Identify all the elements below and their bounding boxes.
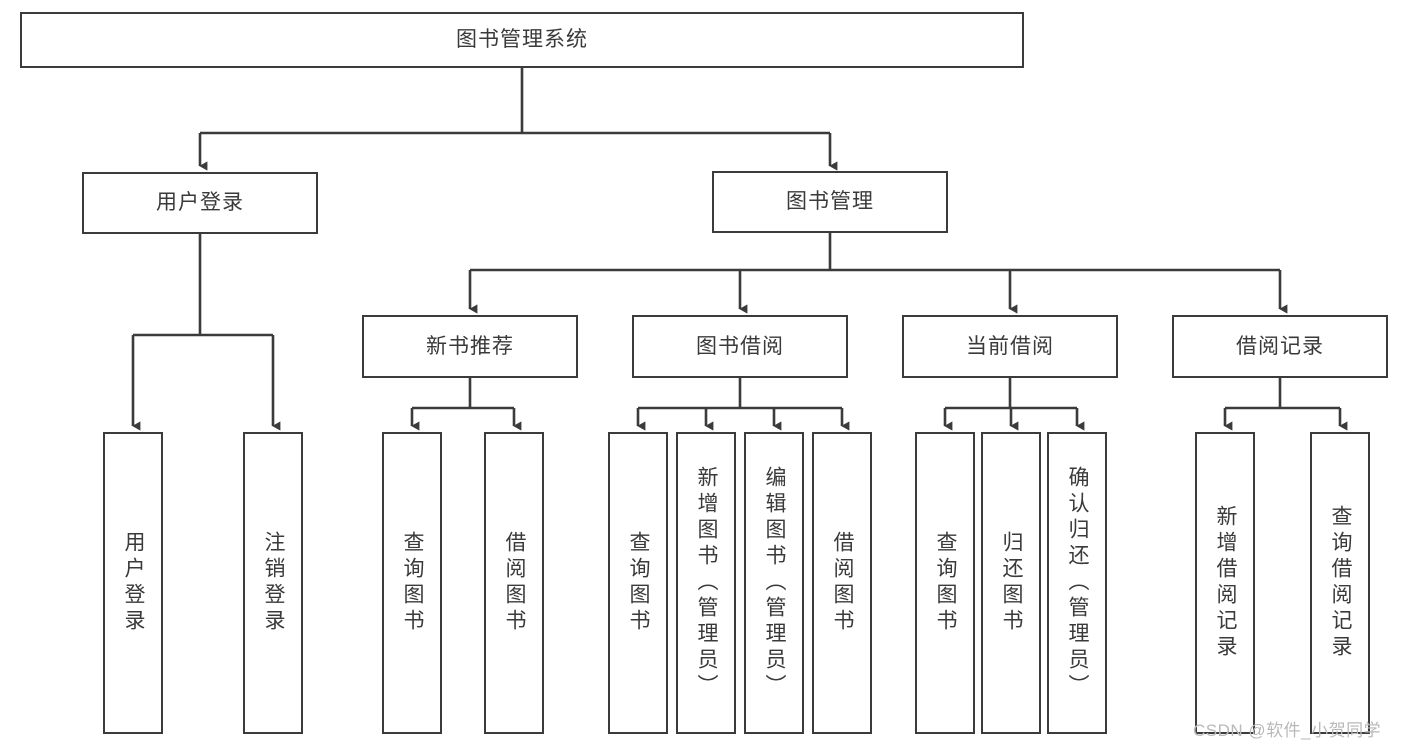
leaf-current-query-book[interactable]: 查询图书 xyxy=(915,432,975,734)
node-label: 借阅图书 xyxy=(503,531,527,635)
node-label: 当前借阅 xyxy=(966,334,1054,358)
node-book-management[interactable]: 图书管理 xyxy=(712,171,948,233)
leaf-current-confirm-return-admin[interactable]: 确认归还（管理员） xyxy=(1047,432,1107,734)
node-label: 确认归还（管理员） xyxy=(1066,466,1090,700)
leaf-current-return-book[interactable]: 归还图书 xyxy=(981,432,1041,734)
node-new-book-recommend[interactable]: 新书推荐 xyxy=(362,315,578,378)
leaf-recommend-query-book[interactable]: 查询图书 xyxy=(382,432,442,734)
csdn-watermark: CSDN @软件_小贺同学 xyxy=(1193,721,1382,740)
node-label: 归还图书 xyxy=(1000,531,1024,635)
leaf-recommend-borrow-book[interactable]: 借阅图书 xyxy=(484,432,544,734)
leaf-user-login-login[interactable]: 用户登录 xyxy=(103,432,163,734)
node-label: 借阅记录 xyxy=(1236,334,1324,358)
node-book-borrow[interactable]: 图书借阅 xyxy=(632,315,848,378)
node-label: 查询图书 xyxy=(627,531,651,635)
node-label: 用户登录 xyxy=(156,191,244,215)
leaf-user-login-logout[interactable]: 注销登录 xyxy=(243,432,303,734)
node-current-borrow[interactable]: 当前借阅 xyxy=(902,315,1118,378)
node-label: 图书借阅 xyxy=(696,334,784,358)
leaf-borrow-query-book[interactable]: 查询图书 xyxy=(608,432,668,734)
leaf-borrow-edit-book-admin[interactable]: 编辑图书（管理员） xyxy=(744,432,804,734)
node-label: 注销登录 xyxy=(262,531,286,635)
node-borrow-record[interactable]: 借阅记录 xyxy=(1172,315,1388,378)
leaf-record-query-record[interactable]: 查询借阅记录 xyxy=(1310,432,1370,734)
node-label: 用户登录 xyxy=(122,531,146,635)
leaf-borrow-add-book-admin[interactable]: 新增图书（管理员） xyxy=(676,432,736,734)
node-label: 新增图书（管理员） xyxy=(695,466,719,700)
node-label: 编辑图书（管理员） xyxy=(763,466,787,700)
node-label: 图书管理 xyxy=(786,190,874,214)
node-label: 新书推荐 xyxy=(426,334,514,358)
node-label: 借阅图书 xyxy=(831,531,855,635)
node-label: 新增借阅记录 xyxy=(1214,505,1238,661)
node-label: 查询借阅记录 xyxy=(1329,505,1353,661)
node-label: 查询图书 xyxy=(401,531,425,635)
leaf-borrow-borrow-book[interactable]: 借阅图书 xyxy=(812,432,872,734)
node-root-book-management-system[interactable]: 图书管理系统 xyxy=(20,12,1024,68)
leaf-record-add-record[interactable]: 新增借阅记录 xyxy=(1195,432,1255,734)
node-label: 图书管理系统 xyxy=(456,28,588,52)
node-label: 查询图书 xyxy=(934,531,958,635)
node-user-login[interactable]: 用户登录 xyxy=(82,172,318,234)
